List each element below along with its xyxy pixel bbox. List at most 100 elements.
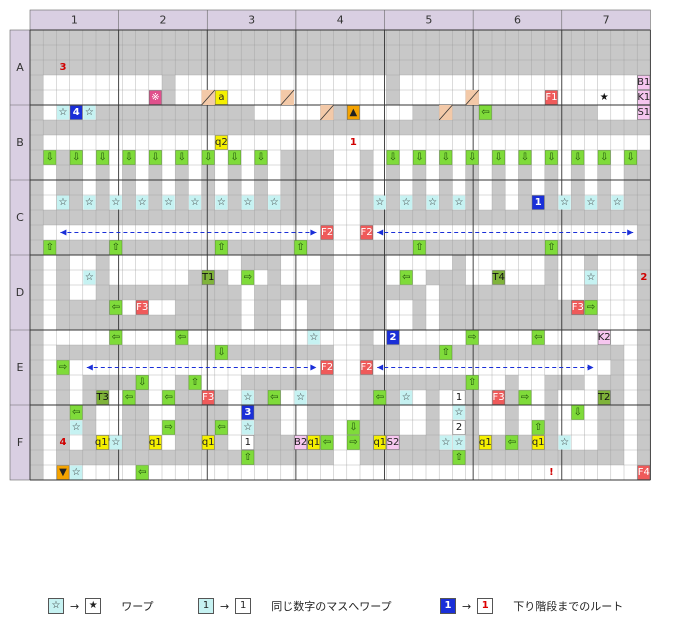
one-way-arrow-glyph: ⇨: [521, 392, 529, 403]
legend-same-number: 1 → 1 同じ数字のマスへワープ: [198, 598, 392, 614]
one-way-arrow-icon: [386, 150, 400, 165]
warp-star-icon: ☆: [428, 197, 437, 208]
legend: ☆ → ★ ワープ 1 → 1 同じ数字のマスへワープ 1 → 1 下り階段まで…: [0, 590, 693, 620]
marker-red: [360, 225, 373, 240]
floor-cell: [241, 285, 255, 330]
marker-text: F3: [202, 392, 214, 403]
marker-red: [320, 360, 334, 375]
warp-tile: [452, 195, 466, 210]
warp-star-icon: ☆: [309, 332, 318, 343]
marker-text: ▼: [59, 467, 67, 478]
floor-cell: [426, 285, 440, 330]
one-way-arrow-glyph: ⇨: [468, 332, 476, 343]
one-way-arrow-icon: [531, 420, 545, 435]
legend-route-to: 1: [477, 598, 494, 614]
one-way-arrow-glyph: ⇩: [468, 152, 476, 163]
one-way-arrow-icon: [109, 300, 123, 315]
legend-same-from: 1: [198, 598, 214, 614]
one-way-arrow-glyph: ⇩: [574, 152, 582, 163]
one-way-arrow-icon: [122, 390, 136, 405]
route-arrowhead: [377, 364, 384, 371]
one-way-arrow-glyph: ⇧: [46, 242, 54, 253]
marker-text: q1: [532, 437, 545, 448]
legend-warp-to: ★: [85, 598, 102, 614]
one-way-arrow-icon: [241, 270, 255, 285]
warp-tile: [584, 270, 598, 285]
one-way-arrow-glyph: ⇦: [508, 437, 516, 448]
one-way-arrow-icon: [373, 390, 387, 405]
one-way-arrow-glyph: ⇩: [138, 377, 146, 388]
marker-text: F2: [361, 227, 373, 238]
marker-plain-box: [452, 390, 466, 405]
warp-star-icon: ☆: [85, 272, 94, 283]
warp-tile: [136, 195, 149, 210]
marker-text: ▲: [350, 107, 358, 118]
marker-text: F3: [572, 302, 584, 313]
one-way-arrow-glyph: ⇩: [389, 152, 397, 163]
route-arrowhead: [377, 229, 384, 236]
one-way-arrow-icon: [597, 150, 611, 165]
warp-star-icon: ☆: [560, 437, 569, 448]
one-way-arrow-icon: [215, 420, 228, 435]
warp-tile: [584, 195, 598, 210]
marker-yellow: [373, 435, 387, 450]
warp-star-icon: ☆: [72, 422, 81, 433]
one-way-arrow-glyph: ⇦: [112, 302, 120, 313]
warp-star-icon: ☆: [85, 197, 94, 208]
marker-text: q1: [149, 437, 162, 448]
legend-same-to: 1: [235, 598, 252, 614]
marker-text: F1: [545, 92, 557, 103]
row-label: B: [16, 136, 24, 149]
one-way-arrow-icon: [254, 150, 268, 165]
marker-text: q1: [373, 437, 386, 448]
legend-same-label: 同じ数字のマスへワープ: [271, 600, 392, 613]
one-way-arrow-glyph: ⇦: [534, 332, 542, 343]
marker-text: T1: [201, 272, 214, 283]
one-way-arrow-glyph: ⇦: [138, 467, 146, 478]
one-way-arrow-icon: [465, 150, 479, 165]
warp-star-icon: ☆: [243, 197, 252, 208]
one-way-arrow-icon: [69, 150, 83, 165]
marker-yellow: [96, 435, 109, 450]
one-way-arrow-icon: [413, 150, 426, 165]
warp-tile: [241, 420, 254, 435]
one-way-arrow-glyph: ⇦: [402, 272, 410, 283]
marker-orange: [56, 465, 70, 480]
marker-text: q1': [95, 437, 110, 448]
marker-green: [492, 270, 505, 285]
one-way-arrow-glyph: ⇩: [442, 152, 450, 163]
warp-tile: [188, 195, 202, 210]
marker-yellow: [307, 435, 321, 450]
floor-cell: [373, 135, 651, 150]
floor-cell: [373, 330, 624, 345]
marker-orange: [347, 105, 360, 120]
warp-star-icon: ☆: [59, 197, 68, 208]
one-way-arrow-icon: [465, 375, 479, 390]
column-label: 7: [603, 14, 610, 27]
marker-green: [597, 390, 611, 405]
warp-tile: [83, 270, 96, 285]
warp-tile: [241, 195, 254, 210]
warp-tile: [109, 435, 122, 450]
marker-text: 3: [244, 407, 251, 418]
one-way-arrow-glyph: ⇧: [468, 377, 476, 388]
warp-tile: [215, 195, 228, 210]
warp-star-icon: ☆: [402, 392, 411, 403]
marker-yellow: [215, 135, 228, 150]
one-way-arrow-glyph: ⇧: [296, 242, 304, 253]
slope-line: [465, 89, 480, 106]
row-label: E: [17, 361, 24, 374]
one-way-arrow-icon: [518, 150, 532, 165]
marker-text: 2: [390, 332, 397, 343]
marker-red: [135, 300, 149, 315]
marker-text: F2: [321, 362, 333, 373]
one-way-arrow-glyph: ⇦: [376, 392, 384, 403]
one-way-arrow-icon: [320, 435, 334, 450]
marker-text: T2: [597, 392, 610, 403]
marker-text: 3: [60, 62, 67, 73]
one-way-arrow-icon: [215, 345, 228, 360]
one-way-arrow-icon: [228, 150, 241, 165]
warp-star-icon: ☆: [191, 197, 200, 208]
warp-star-icon: ☆: [111, 437, 120, 448]
